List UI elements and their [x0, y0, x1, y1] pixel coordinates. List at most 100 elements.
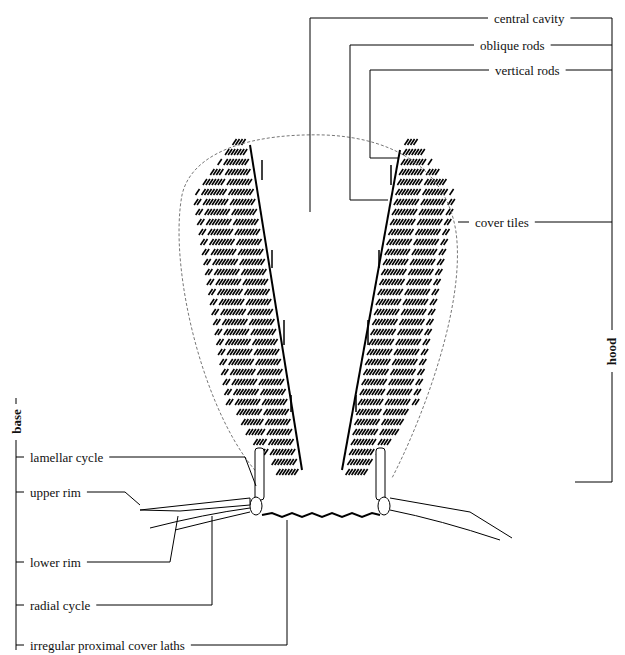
hatch-stroke	[386, 359, 390, 365]
hatch-stroke	[392, 329, 396, 335]
hatch-stroke	[270, 449, 274, 455]
hatch-stroke	[422, 309, 426, 315]
hatch-stroke	[213, 259, 217, 265]
hatch-stroke	[230, 199, 234, 205]
hatch-stroke	[442, 199, 446, 205]
leader-line	[87, 516, 178, 562]
hatch-stroke	[223, 379, 227, 385]
hatch-stroke	[226, 339, 230, 345]
hatch-stroke	[395, 309, 399, 315]
hatch-stroke	[429, 269, 433, 275]
hatch-stroke	[243, 279, 247, 285]
hatch-stroke	[235, 229, 239, 235]
hatch-stroke	[227, 179, 231, 185]
part-label: radial cycle	[28, 598, 92, 613]
leader-line	[350, 45, 474, 200]
hatch-stroke	[251, 329, 255, 335]
hatch-stroke	[399, 289, 403, 295]
hatch-stroke	[246, 299, 250, 305]
leader-line	[191, 520, 287, 645]
hatch-stroke	[205, 209, 209, 215]
hatch-stroke	[229, 189, 233, 195]
hatch-stroke	[431, 259, 435, 265]
hatch-stroke	[261, 389, 265, 395]
hatch-stroke	[217, 339, 221, 345]
leader-line	[87, 492, 140, 505]
hatch-stroke	[424, 299, 428, 305]
part-label: upper rim	[28, 485, 83, 500]
hatch-stroke	[233, 139, 237, 145]
hatch-stroke	[227, 349, 231, 355]
leader-line	[109, 457, 256, 486]
hatch-stroke	[213, 319, 217, 325]
oblique-rod	[342, 150, 400, 470]
hatch-stroke	[420, 319, 424, 325]
hatch-stroke	[377, 409, 381, 415]
brackets	[16, 18, 612, 650]
hatch-stroke	[413, 209, 417, 215]
hatch-stroke	[383, 379, 387, 385]
hatch-stroke	[440, 259, 444, 265]
hatch-stroke	[420, 369, 424, 375]
hatch-stroke	[199, 229, 203, 235]
hatch-stroke	[438, 219, 442, 225]
hatch-stroke	[424, 349, 428, 355]
hatch-stroke	[219, 299, 223, 305]
hatch-stroke	[402, 269, 406, 275]
hatch-stroke	[415, 199, 419, 205]
hatch-stroke	[257, 369, 261, 375]
hatch-stroke	[418, 179, 422, 185]
hatch-stroke	[447, 219, 451, 225]
hatch-stroke	[218, 349, 222, 355]
hatch-stroke	[438, 269, 442, 275]
hatch-stroke	[234, 389, 238, 395]
hatch-stroke	[216, 279, 220, 285]
hatch-stroke	[419, 329, 423, 335]
bracket-label: hood	[605, 335, 620, 366]
hatch-stroke	[225, 169, 229, 175]
hatch-stroke	[237, 409, 241, 415]
hatch-stroke	[196, 209, 200, 215]
hatch-stroke	[410, 379, 414, 385]
hatch-stroke	[254, 439, 258, 445]
hatch-stroke	[397, 299, 401, 305]
hatch-stroke	[215, 329, 219, 335]
hatch-stroke	[451, 199, 455, 205]
part-label: lower rim	[28, 555, 83, 570]
hatch-stroke	[444, 239, 448, 245]
hatch-stroke	[442, 179, 446, 185]
hatch-stroke	[376, 419, 380, 425]
hatch-stroke	[404, 409, 408, 415]
hatch-stroke	[203, 179, 207, 185]
part-label: cover tiles	[473, 215, 531, 230]
hatch-stroke	[238, 249, 242, 255]
hatch-stroke	[207, 279, 211, 285]
part-label: vertical rods	[493, 63, 562, 78]
hatch-stroke	[426, 339, 430, 345]
hatch-stroke	[422, 359, 426, 365]
hatch-stroke	[241, 269, 245, 275]
hatch-stroke	[400, 419, 404, 425]
hatch-stroke	[226, 399, 230, 405]
bracket-label: base	[9, 407, 24, 436]
hatch-stroke	[421, 149, 425, 155]
lamellar-cycle	[250, 448, 390, 515]
hatch-stroke	[269, 439, 273, 445]
hatch-stroke	[417, 339, 421, 345]
hatch-stroke	[272, 459, 276, 465]
hatch-stroke	[196, 189, 200, 195]
hatch-stroke	[225, 389, 229, 395]
hatch-stroke	[393, 319, 397, 325]
hatch-stroke	[414, 139, 418, 145]
hatch-stroke	[214, 269, 218, 275]
leader-line	[370, 70, 489, 158]
hatch-stroke	[437, 279, 441, 285]
hatch-stroke	[203, 199, 207, 205]
hatch-stroke	[413, 359, 417, 365]
hatch-stroke	[201, 239, 205, 245]
hatch-stroke	[267, 429, 271, 435]
proximal-cover-laths	[262, 513, 380, 517]
hatch-stroke	[368, 459, 372, 465]
hatch-stroke	[408, 389, 412, 395]
hatch-stroke	[370, 449, 374, 455]
